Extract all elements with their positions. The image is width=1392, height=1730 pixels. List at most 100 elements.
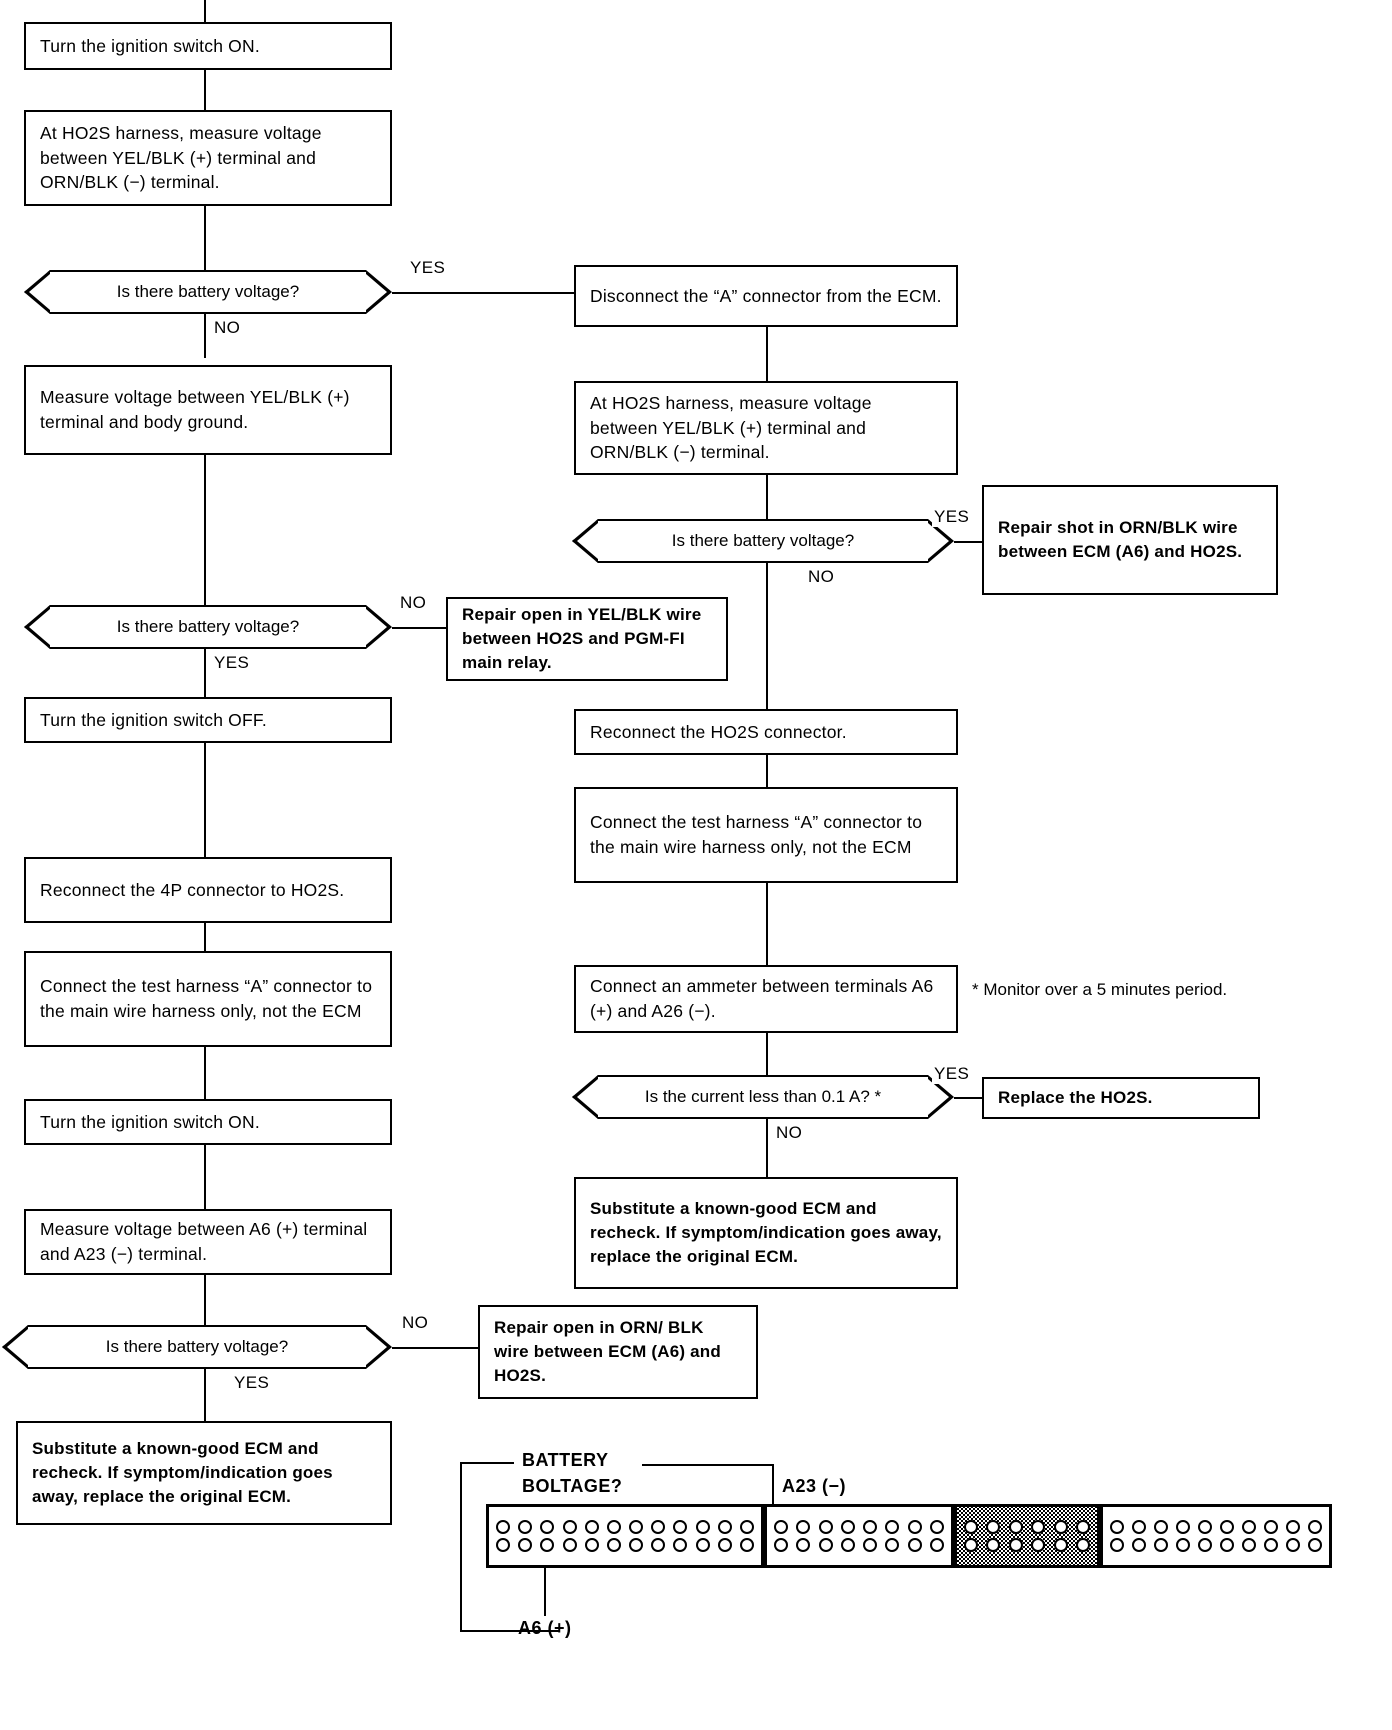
bracket-top-line: [460, 1462, 514, 1464]
connector-pin: [518, 1538, 533, 1552]
right-step-2-box: At HO2S harness, measure voltage between…: [574, 381, 958, 475]
connector-pin: [651, 1538, 666, 1552]
left-decision-2: Is there battery voltage?: [50, 605, 366, 649]
battery-label-rule: [642, 1464, 772, 1466]
left-decision-3: Is there battery voltage?: [28, 1325, 366, 1369]
connector-pin: [1286, 1520, 1300, 1534]
left-step-8-text: Measure voltage between A6 (+) terminal …: [40, 1219, 368, 1264]
right-decision-1: Is there battery voltage?: [598, 519, 928, 563]
connector-line: [204, 923, 206, 951]
battery-label: BATTERY: [522, 1450, 609, 1470]
left-step-8-box: Measure voltage between A6 (+) terminal …: [24, 1209, 392, 1275]
pin-row: [964, 1538, 1090, 1552]
repair-yel-blk-box: Repair open in YEL/BLK wire between HO2S…: [446, 597, 728, 681]
left-step-6-text: Connect the test harness “A” connector t…: [40, 976, 373, 1021]
connector-pin: [964, 1520, 978, 1534]
connector-line: [204, 743, 206, 857]
left-decision-3-no-label: NO: [400, 1313, 431, 1333]
pin-row: [774, 1520, 944, 1534]
connector-pin: [1308, 1520, 1322, 1534]
right-step-5-text: Connect an ammeter between terminals A6 …: [590, 976, 934, 1021]
pin-row: [496, 1538, 754, 1552]
connector-pin: [518, 1520, 533, 1534]
connector-block-a: [486, 1504, 764, 1568]
connector-pin: [986, 1538, 1001, 1552]
repair-orn-blk-text: Repair open in ORN/ BLK wire between ECM…: [494, 1317, 721, 1386]
connector-pin: [929, 1538, 944, 1552]
connector-pin: [863, 1538, 878, 1552]
connector-pin: [929, 1520, 944, 1534]
left-decision-2-yes-label: YES: [212, 653, 252, 673]
connector-pin: [1031, 1520, 1046, 1534]
right-step-1-box: Disconnect the “A” connector from the EC…: [574, 265, 958, 327]
connector-pin: [885, 1538, 900, 1552]
left-step-4-text: Turn the ignition switch OFF.: [40, 709, 267, 730]
connector-pin: [695, 1520, 710, 1534]
connector-pin: [562, 1520, 577, 1534]
connector-pin: [1075, 1538, 1090, 1552]
right-step-4-box: Connect the test harness “A” connector t…: [574, 787, 958, 883]
connector-line: [766, 883, 768, 965]
repair-short-orn-blk-text: Repair shot in ORN/BLK wire between ECM …: [998, 517, 1243, 561]
connector-pin: [584, 1538, 599, 1552]
left-step-1-box: Turn the ignition switch ON.: [24, 22, 392, 70]
connector-pin: [1264, 1538, 1278, 1552]
a23-pin-label: A23 (−): [782, 1476, 847, 1496]
connector-line: [204, 1047, 206, 1099]
right-decision-2-yes-label: YES: [932, 1064, 972, 1084]
pin-row: [774, 1538, 944, 1552]
connector-pin: [1198, 1520, 1212, 1534]
pin-row: [1110, 1520, 1322, 1534]
left-decision-1-text: Is there battery voltage?: [116, 282, 300, 301]
connector-pin: [540, 1538, 555, 1552]
connector-pin: [629, 1520, 644, 1534]
connector-line: [204, 455, 206, 605]
connector-line: [766, 1119, 768, 1177]
right-step-5-box: Connect an ammeter between terminals A6 …: [574, 965, 958, 1033]
left-decision-3-text: Is there battery voltage?: [105, 1337, 289, 1356]
connector-line: [766, 755, 768, 787]
right-decision-1-no-label: NO: [806, 567, 837, 587]
right-final-box: Substitute a known-good ECM and recheck.…: [574, 1177, 958, 1289]
left-step-2-box: At HO2S harness, measure voltage between…: [24, 110, 392, 206]
replace-ho2s-text: Replace the HO2S.: [998, 1087, 1153, 1107]
a6-pin-label: A6 (+): [518, 1618, 572, 1638]
boltage-label: BOLTAGE?: [522, 1476, 623, 1496]
connector-pin: [673, 1520, 688, 1534]
branch-line-yes: [392, 292, 574, 294]
connector-pin: [1176, 1538, 1190, 1552]
left-step-1-text: Turn the ignition switch ON.: [40, 35, 260, 56]
right-decision-2-no-label: NO: [774, 1123, 805, 1143]
left-step-5-text: Reconnect the 4P connector to HO2S.: [40, 879, 345, 900]
left-decision-1: Is there battery voltage?: [50, 270, 366, 314]
connector-pin: [1220, 1538, 1234, 1552]
right-step-3-box: Reconnect the HO2S connector.: [574, 709, 958, 755]
connector-pin: [1110, 1538, 1124, 1552]
connector-pin: [796, 1520, 811, 1534]
connector-pin: [1220, 1520, 1234, 1534]
left-step-2-text: At HO2S harness, measure voltage between…: [40, 122, 322, 193]
a6-leader-line: [544, 1568, 546, 1616]
left-step-7-box: Turn the ignition switch ON.: [24, 1099, 392, 1145]
left-step-4-box: Turn the ignition switch OFF.: [24, 697, 392, 743]
connector-pin: [651, 1520, 666, 1534]
pin-row: [964, 1520, 1090, 1534]
connector-pin: [1008, 1520, 1023, 1534]
repair-short-orn-blk-box: Repair shot in ORN/BLK wire between ECM …: [982, 485, 1278, 595]
left-step-7-text: Turn the ignition switch ON.: [40, 1111, 260, 1132]
connector-pin: [1176, 1520, 1190, 1534]
left-step-6-box: Connect the test harness “A” connector t…: [24, 951, 392, 1047]
connector-line: [204, 649, 206, 699]
connector-pin: [496, 1538, 510, 1552]
right-decision-1-yes-label: YES: [932, 507, 972, 527]
connector-block-d: [1100, 1504, 1332, 1568]
right-decision-2-text: Is the current less than 0.1 A? *: [644, 1087, 882, 1106]
right-step-3-text: Reconnect the HO2S connector.: [590, 721, 847, 742]
connector-pin: [840, 1538, 855, 1552]
pin-row: [1110, 1538, 1322, 1552]
right-decision-1-text: Is there battery voltage?: [671, 531, 855, 550]
connector-pin: [673, 1538, 688, 1552]
connector-pin: [1242, 1538, 1256, 1552]
connector-line: [204, 314, 206, 358]
